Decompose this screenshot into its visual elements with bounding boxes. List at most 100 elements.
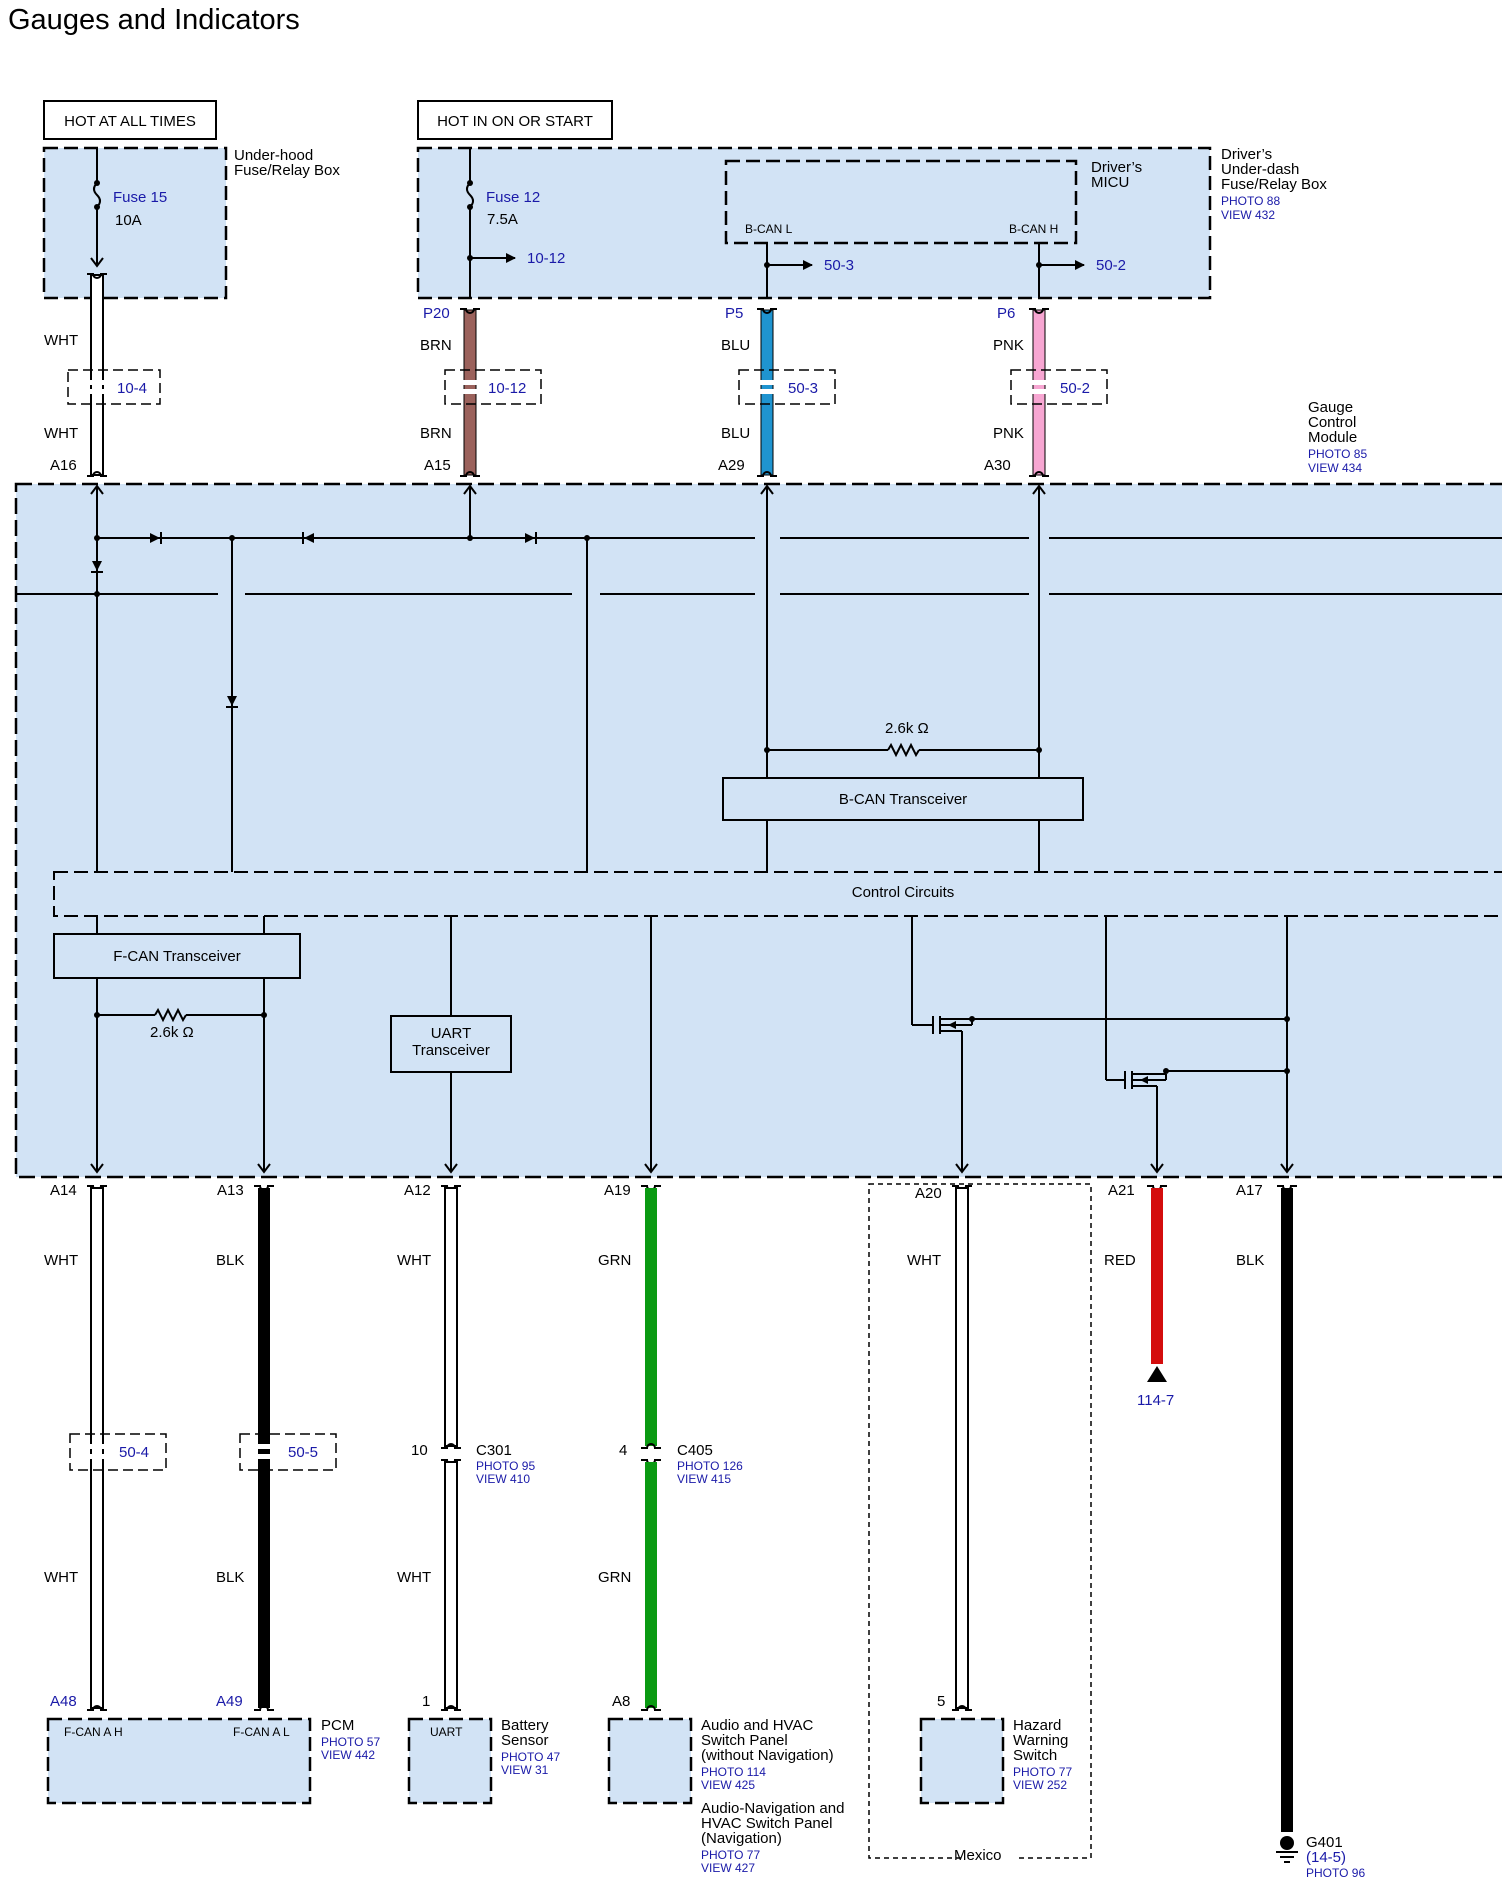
svg-text:114-7: 114-7 [1137,1392,1174,1409]
svg-text:P5: P5 [725,305,743,322]
bcan-resistor-label: 2.6k Ω [885,720,929,737]
svg-text:50-5: 50-5 [288,1444,318,1461]
svg-text:(14-5): (14-5) [1306,1849,1346,1866]
svg-text:(Navigation): (Navigation) [701,1830,782,1847]
svg-text:A20: A20 [915,1185,942,1202]
svg-text:PHOTO 77: PHOTO 77 [701,1848,760,1862]
svg-text:A49: A49 [216,1693,243,1710]
svg-text:P6: P6 [997,305,1015,322]
svg-text:VIEW 427: VIEW 427 [701,1861,755,1875]
svg-text:A48: A48 [50,1693,77,1710]
hazard-warning-switch: Hazard Warning Switch PHOTO 77 VIEW 252 [919,1717,1072,1805]
svg-text:A21: A21 [1108,1182,1135,1199]
svg-text:PHOTO 47: PHOTO 47 [501,1750,560,1764]
svg-text:WHT: WHT [397,1252,431,1269]
svg-text:A30: A30 [984,457,1011,474]
svg-text:PNK: PNK [993,425,1024,442]
fuse-15-label: Fuse 15 [113,189,167,206]
svg-text:F-CAN Transceiver: F-CAN Transceiver [113,948,241,965]
svg-text:Control Circuits: Control Circuits [852,884,955,901]
transistor-icon [911,916,1287,1172]
fuse-icon [466,182,474,208]
svg-text:PHOTO 85: PHOTO 85 [1308,447,1367,461]
svg-text:B-CAN Transceiver: B-CAN Transceiver [839,791,967,808]
top-wire-a15: P20 BRN 10-12 BRN A15 [420,305,542,477]
svg-text:PHOTO 77: PHOTO 77 [1013,1765,1072,1779]
svg-text:B-CAN H: B-CAN H [1009,222,1058,236]
fuse-12-label: Fuse 12 [486,189,540,206]
bottom-wire-a21: A21 RED 114-7 [1104,1182,1174,1409]
svg-text:GRN: GRN [598,1569,631,1586]
bcan-transceiver [722,777,1084,821]
uart-transceiver [390,1015,512,1073]
top-wire-a16: WHT 10-4 WHT A16 [44,273,161,477]
svg-text:BLK: BLK [216,1252,244,1269]
top-wire-a30: P6 PNK 50-2 PNK A30 [984,305,1108,477]
svg-text:BLK: BLK [216,1569,244,1586]
resistor-icon [887,742,920,758]
svg-text:HOT AT ALL TIMES: HOT AT ALL TIMES [64,113,196,130]
svg-text:PHOTO 126: PHOTO 126 [677,1459,743,1473]
svg-text:Driver’s: Driver’s [1091,159,1142,176]
svg-text:10-4: 10-4 [117,380,147,397]
svg-text:Driver’s: Driver’s [1221,146,1272,163]
bottom-wire-a12: A12 WHT 10 C301 PHOTO 95 VIEW 410 WHT 1 [397,1182,535,1711]
diode-icon [227,696,237,706]
svg-text:Transceiver: Transceiver [412,1042,490,1059]
svg-text:A15: A15 [424,457,451,474]
page-title: Gauges and Indicators [8,4,300,36]
triangle-arrow-icon [1147,1366,1167,1382]
svg-text:F-CAN A L: F-CAN A L [233,1725,290,1739]
svg-text:50-4: 50-4 [119,1444,149,1461]
svg-text:Audio-Navigation and: Audio-Navigation and [701,1800,844,1817]
svg-text:WHT: WHT [44,332,78,349]
diode-icon [150,533,160,543]
svg-text:BLK: BLK [1236,1252,1264,1269]
bottom-wire-a13: A13 BLK 50-5 BLK A49 [216,1182,337,1711]
mexico-region [868,1183,1092,1859]
svg-text:BLU: BLU [721,337,750,354]
audio-hvac-switch-panel: Audio and HVAC Switch Panel (without Nav… [607,1717,844,1875]
svg-text:Under-dash: Under-dash [1221,161,1299,178]
fcan-resistor-label: 2.6k Ω [150,1024,194,1041]
pcm: F-CAN A H F-CAN A L PCM PHOTO 57 VIEW 44… [46,1717,380,1805]
svg-text:VIEW 432: VIEW 432 [1221,208,1275,222]
svg-text:BLU: BLU [721,425,750,442]
svg-text:WHT: WHT [397,1569,431,1586]
svg-text:A19: A19 [604,1182,631,1199]
svg-text:VIEW 425: VIEW 425 [701,1778,755,1792]
svg-text:Audio and HVAC: Audio and HVAC [701,1717,813,1734]
bottom-wire-a19: A19 GRN 4 C405 PHOTO 126 VIEW 415 GRN A8 [598,1182,743,1711]
svg-text:A16: A16 [50,457,77,474]
svg-text:Mexico: Mexico [954,1847,1002,1864]
ground-g401: G401 [1306,1834,1343,1851]
svg-text:UART: UART [431,1025,472,1042]
svg-text:A12: A12 [404,1182,431,1199]
svg-text:RED: RED [1104,1252,1136,1269]
svg-text:PHOTO 57: PHOTO 57 [321,1735,380,1749]
svg-text:HVAC Switch Panel: HVAC Switch Panel [701,1815,832,1832]
top-wire-a29: P5 BLU 50-3 BLU A29 [718,305,836,477]
underhood-fuse-box: Under-hood Fuse/Relay Box Fuse 15 10A [42,146,340,300]
svg-text:Module: Module [1308,429,1357,446]
svg-text:VIEW 415: VIEW 415 [677,1472,731,1486]
svg-text:A13: A13 [217,1182,244,1199]
bottom-wire-a17: A17 BLK G401 (14-5) PHOTO 96 [1236,1182,1365,1880]
diode-icon [304,533,314,543]
gauge-control-module: 2.6k Ω B-CAN Transceiver Control Circuit… [14,482,1502,1179]
svg-text:WHT: WHT [44,1252,78,1269]
svg-text:HOT IN ON OR START: HOT IN ON OR START [437,113,593,130]
fuse-icon [93,182,101,208]
svg-text:10-12: 10-12 [488,380,526,397]
transistor-icon [1105,916,1287,1172]
bottom-wire-a14: A14 WHT 50-4 WHT A48 [44,1182,167,1711]
svg-text:VIEW 442: VIEW 442 [321,1748,375,1762]
svg-text:5: 5 [937,1693,945,1710]
svg-text:Gauge: Gauge [1308,399,1353,416]
resistor-icon [154,1007,187,1023]
svg-text:VIEW 252: VIEW 252 [1013,1778,1067,1792]
svg-text:Fuse/Relay Box: Fuse/Relay Box [234,162,340,179]
svg-text:P20: P20 [423,305,450,322]
svg-text:VIEW 410: VIEW 410 [476,1472,530,1486]
